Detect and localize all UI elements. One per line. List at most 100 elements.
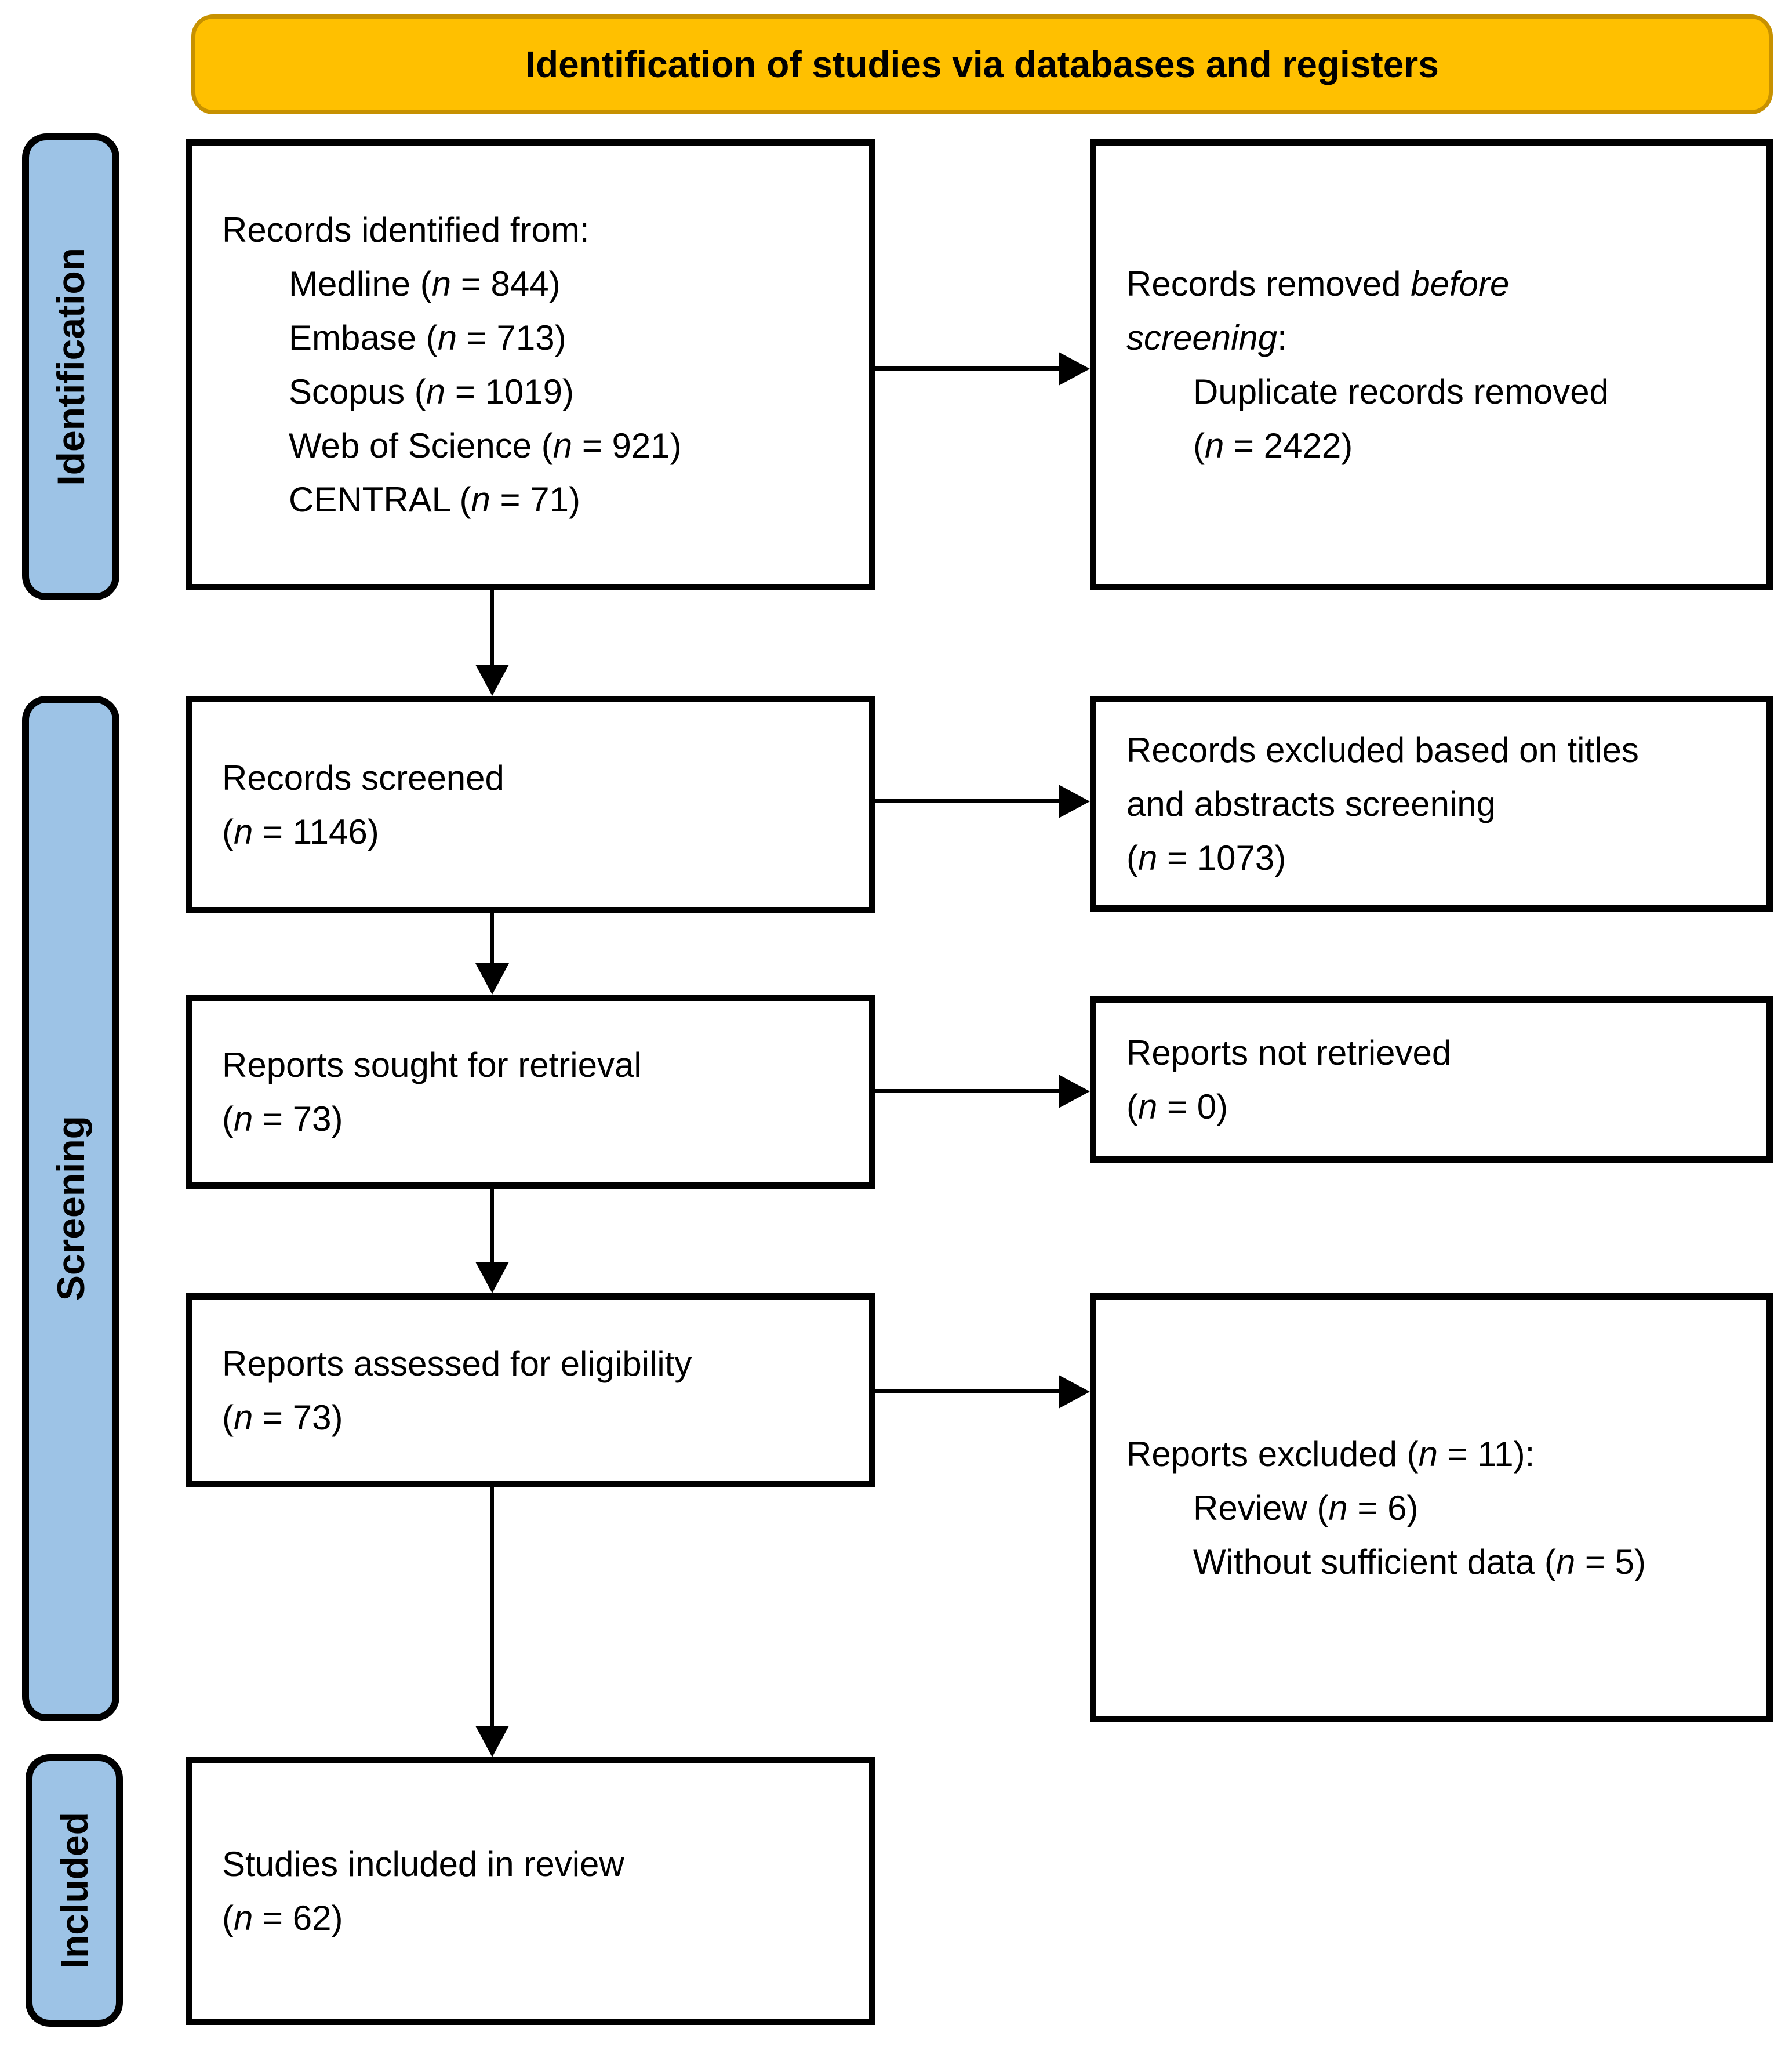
- arrow-screened-to-excluded-shaft: [875, 799, 1060, 803]
- text-segment: = 73): [253, 1099, 343, 1138]
- italic-n-count: n: [1137, 1087, 1158, 1126]
- arrow-sought-to-assessed-head: [475, 1262, 509, 1293]
- text-segment: = 844): [451, 264, 561, 303]
- text-segment: Without sufficient data (: [1193, 1542, 1556, 1581]
- text-line: (n = 2422): [1126, 419, 1746, 473]
- text-segment: (: [1193, 426, 1205, 465]
- box-reports-not-retrieved: Reports not retrieved (n = 0): [1090, 996, 1773, 1163]
- italic-n-count: n: [431, 264, 452, 303]
- arrow-sought-to-not-retrieved-head: [1059, 1075, 1090, 1108]
- text-segment: = 921): [572, 426, 682, 465]
- italic-n-count: n: [233, 1099, 253, 1138]
- box-reports-assessed-for-eligibility: Reports assessed for eligibility (n = 73): [186, 1293, 875, 1487]
- text-line: Records screened: [222, 751, 849, 805]
- stage-label-identification: Identification: [49, 248, 92, 486]
- text-segment: = 71): [490, 480, 580, 519]
- text-segment: (: [1126, 838, 1138, 877]
- text-segment: Reports sought for retrieval: [222, 1045, 642, 1084]
- italic-n-count: n: [233, 812, 253, 851]
- text-segment: = 0): [1157, 1087, 1228, 1126]
- text-segment: (: [222, 1099, 234, 1138]
- text-line: Scopus (n = 1019): [222, 365, 849, 419]
- text-line: Embase (n = 713): [222, 311, 849, 365]
- text-segment: Embase (: [289, 318, 438, 357]
- text-line: Records identified from:: [222, 203, 849, 257]
- text-line: Web of Science (n = 921): [222, 419, 849, 473]
- text-segment: = 73): [253, 1398, 343, 1437]
- text-segment: and abstracts screening: [1126, 784, 1496, 823]
- text-line: Records removed before: [1126, 257, 1746, 311]
- text-line: Without sufficient data (n = 5): [1126, 1535, 1746, 1589]
- text-segment: = 1019): [445, 372, 574, 411]
- text-segment: Web of Science (: [289, 426, 553, 465]
- text-segment: = 1073): [1157, 838, 1286, 877]
- text-segment: :: [1277, 318, 1287, 357]
- text-line: Duplicate records removed: [1126, 365, 1746, 419]
- arrow-screened-to-sought-head: [475, 963, 509, 995]
- text-segment: (: [1126, 1087, 1138, 1126]
- italic-n-count: n: [552, 426, 573, 465]
- text-segment: Studies included in review: [222, 1845, 624, 1884]
- text-segment: Reports not retrieved: [1126, 1033, 1452, 1072]
- text-line: Reports not retrieved: [1126, 1026, 1746, 1080]
- text-segment: (: [222, 812, 234, 851]
- text-segment: CENTRAL (: [289, 480, 471, 519]
- arrow-sought-to-not-retrieved-shaft: [875, 1089, 1060, 1093]
- text-line: and abstracts screening: [1126, 777, 1746, 831]
- arrow-screened-to-sought-shaft: [490, 913, 494, 966]
- text-segment: = 5): [1575, 1542, 1646, 1581]
- text-line: screening:: [1126, 311, 1746, 365]
- text-line: (n = 1073): [1126, 831, 1746, 885]
- box-records-excluded: Records excluded based on titles and abst…: [1090, 696, 1773, 912]
- box-records-screened: Records screened (n = 1146): [186, 696, 875, 913]
- text-segment: = 1146): [253, 812, 379, 851]
- stage-tab-screening: Screening: [22, 696, 119, 1721]
- text-line: Reports excluded (n = 11):: [1126, 1427, 1746, 1481]
- italic-n-count: before: [1411, 264, 1510, 303]
- text-line: (n = 0): [1126, 1080, 1746, 1134]
- text-segment: Records screened: [222, 758, 504, 797]
- stage-label-screening: Screening: [49, 1116, 92, 1301]
- text-line: Records excluded based on titles: [1126, 723, 1746, 777]
- box-records-identified: Records identified from:Medline (n = 844…: [186, 139, 875, 590]
- text-line: Studies included in review: [222, 1837, 849, 1891]
- arrow-assessed-to-included-shaft: [490, 1487, 494, 1727]
- italic-n-count: n: [233, 1398, 253, 1437]
- text-segment: Reports excluded (: [1126, 1434, 1419, 1474]
- text-segment: Duplicate records removed: [1193, 372, 1609, 411]
- page-title: Identification of studies via databases …: [525, 43, 1439, 85]
- arrow-sought-to-assessed-shaft: [490, 1189, 494, 1263]
- italic-n-count: n: [1418, 1434, 1438, 1474]
- text-line: Reports assessed for eligibility: [222, 1337, 849, 1391]
- text-segment: = 6): [1347, 1488, 1419, 1527]
- italic-n-count: screening: [1126, 318, 1278, 357]
- text-line: (n = 1146): [222, 805, 849, 859]
- text-segment: = 62): [253, 1899, 343, 1937]
- text-line: Medline (n = 844): [222, 257, 849, 311]
- text-line: Reports sought for retrieval: [222, 1038, 849, 1092]
- arrow-assessed-to-reports-excluded-shaft: [875, 1389, 1060, 1393]
- stage-tab-identification: Identification: [22, 133, 119, 600]
- arrow-identified-to-screened-shaft: [490, 590, 494, 667]
- text-segment: Scopus (: [289, 372, 426, 411]
- arrow-identified-to-removed-shaft: [875, 366, 1060, 371]
- stage-tab-included: Included: [26, 1754, 123, 2027]
- italic-n-count: n: [1328, 1488, 1348, 1527]
- text-segment: (: [222, 1899, 234, 1937]
- text-segment: = 11):: [1437, 1434, 1535, 1474]
- text-segment: Records removed: [1126, 264, 1411, 303]
- text-segment: Reports assessed for eligibility: [222, 1344, 692, 1383]
- italic-n-count: n: [233, 1899, 253, 1937]
- text-segment: (: [222, 1398, 234, 1437]
- arrow-identified-to-screened-head: [475, 665, 509, 696]
- box-reports-sought-for-retrieval: Reports sought for retrieval (n = 73): [186, 995, 875, 1189]
- page-title-banner: Identification of studies via databases …: [191, 14, 1773, 114]
- italic-n-count: n: [1555, 1542, 1576, 1581]
- arrow-screened-to-excluded-head: [1059, 785, 1090, 818]
- text-segment: = 2422): [1224, 426, 1353, 465]
- italic-n-count: n: [1137, 838, 1158, 877]
- text-line: (n = 73): [222, 1391, 849, 1445]
- arrow-assessed-to-reports-excluded-head: [1059, 1375, 1090, 1409]
